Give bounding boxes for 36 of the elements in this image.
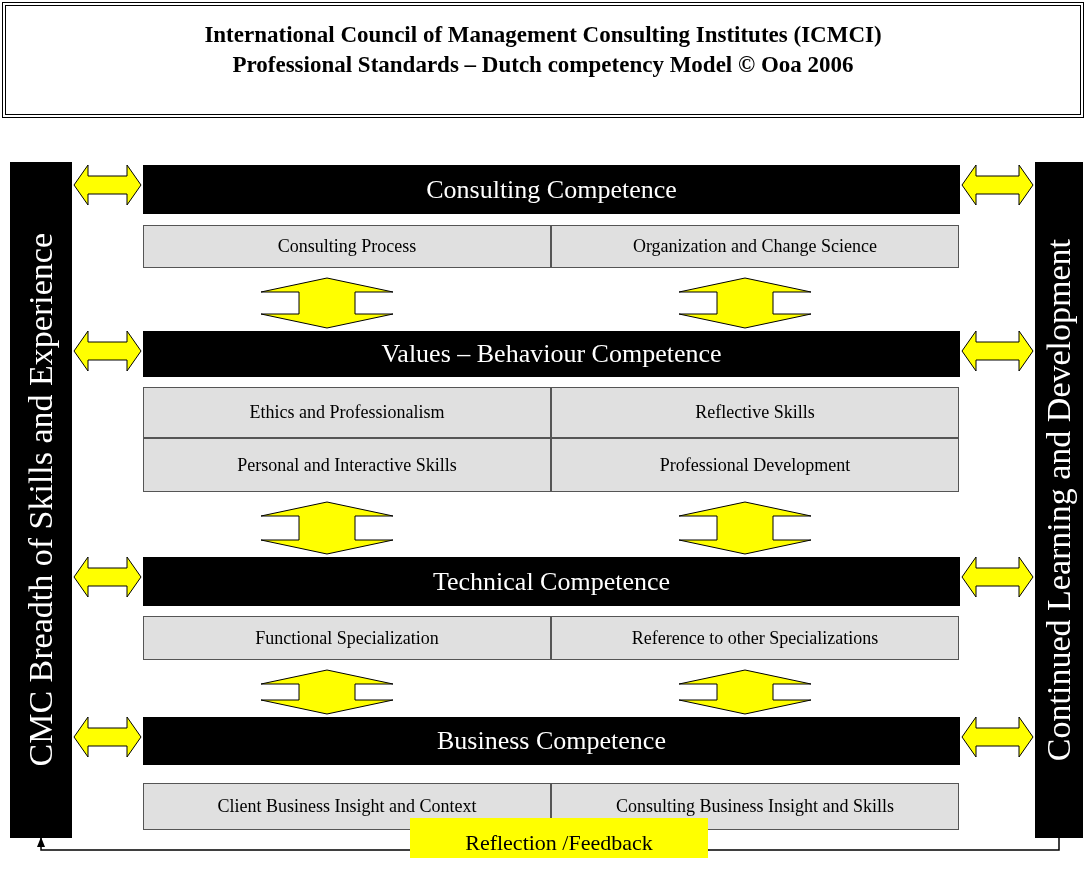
feedback-arrow [707, 837, 1060, 854]
side-banner [10, 162, 72, 838]
double-arrow [73, 164, 142, 206]
competence-box: Consulting Process [143, 225, 551, 268]
competence-box: Reflective Skills [551, 387, 959, 438]
competence-box: Ethics and Professionalism [143, 387, 551, 438]
feedback-arrow [37, 837, 411, 851]
section-header: Business Competence [143, 717, 960, 765]
competence-box: Organization and Change Science [551, 225, 959, 268]
double-arrow [678, 669, 812, 715]
double-arrow [961, 556, 1034, 598]
competence-box: Personal and Interactive Skills [143, 438, 551, 492]
section-header: Values – Behaviour Competence [143, 331, 960, 377]
double-arrow [260, 669, 394, 715]
competence-box: Professional Development [551, 438, 959, 492]
section-header: Technical Competence [143, 557, 960, 606]
feedback-label: Reflection /Feedback [410, 818, 708, 858]
double-arrow [73, 330, 142, 372]
competence-box: Reference to other Specializations [551, 616, 959, 660]
banner-text: Continued Learning and Development [1040, 238, 1078, 762]
double-arrow [678, 501, 812, 555]
double-arrow [260, 277, 394, 329]
double-arrow [73, 556, 142, 598]
section-header: Consulting Competence [143, 165, 960, 214]
title-banner: International Council of Management Consulting Institutes (ICMCI) Professional Standards – Dutch competency Model © Ooa 2006 [2, 2, 1084, 118]
competence-box: Consulting Business Insight and Skills [551, 783, 959, 830]
double-arrow [961, 716, 1034, 758]
double-arrow [73, 716, 142, 758]
banner-text: CMC Breadth of Skills and Experience [22, 233, 60, 767]
double-arrow [678, 277, 812, 329]
double-arrow [260, 501, 394, 555]
double-arrow [961, 164, 1034, 206]
side-banner [1035, 162, 1083, 838]
competence-box: Functional Specialization [143, 616, 551, 660]
competence-box: Client Business Insight and Context [143, 783, 551, 830]
double-arrow [961, 330, 1034, 372]
